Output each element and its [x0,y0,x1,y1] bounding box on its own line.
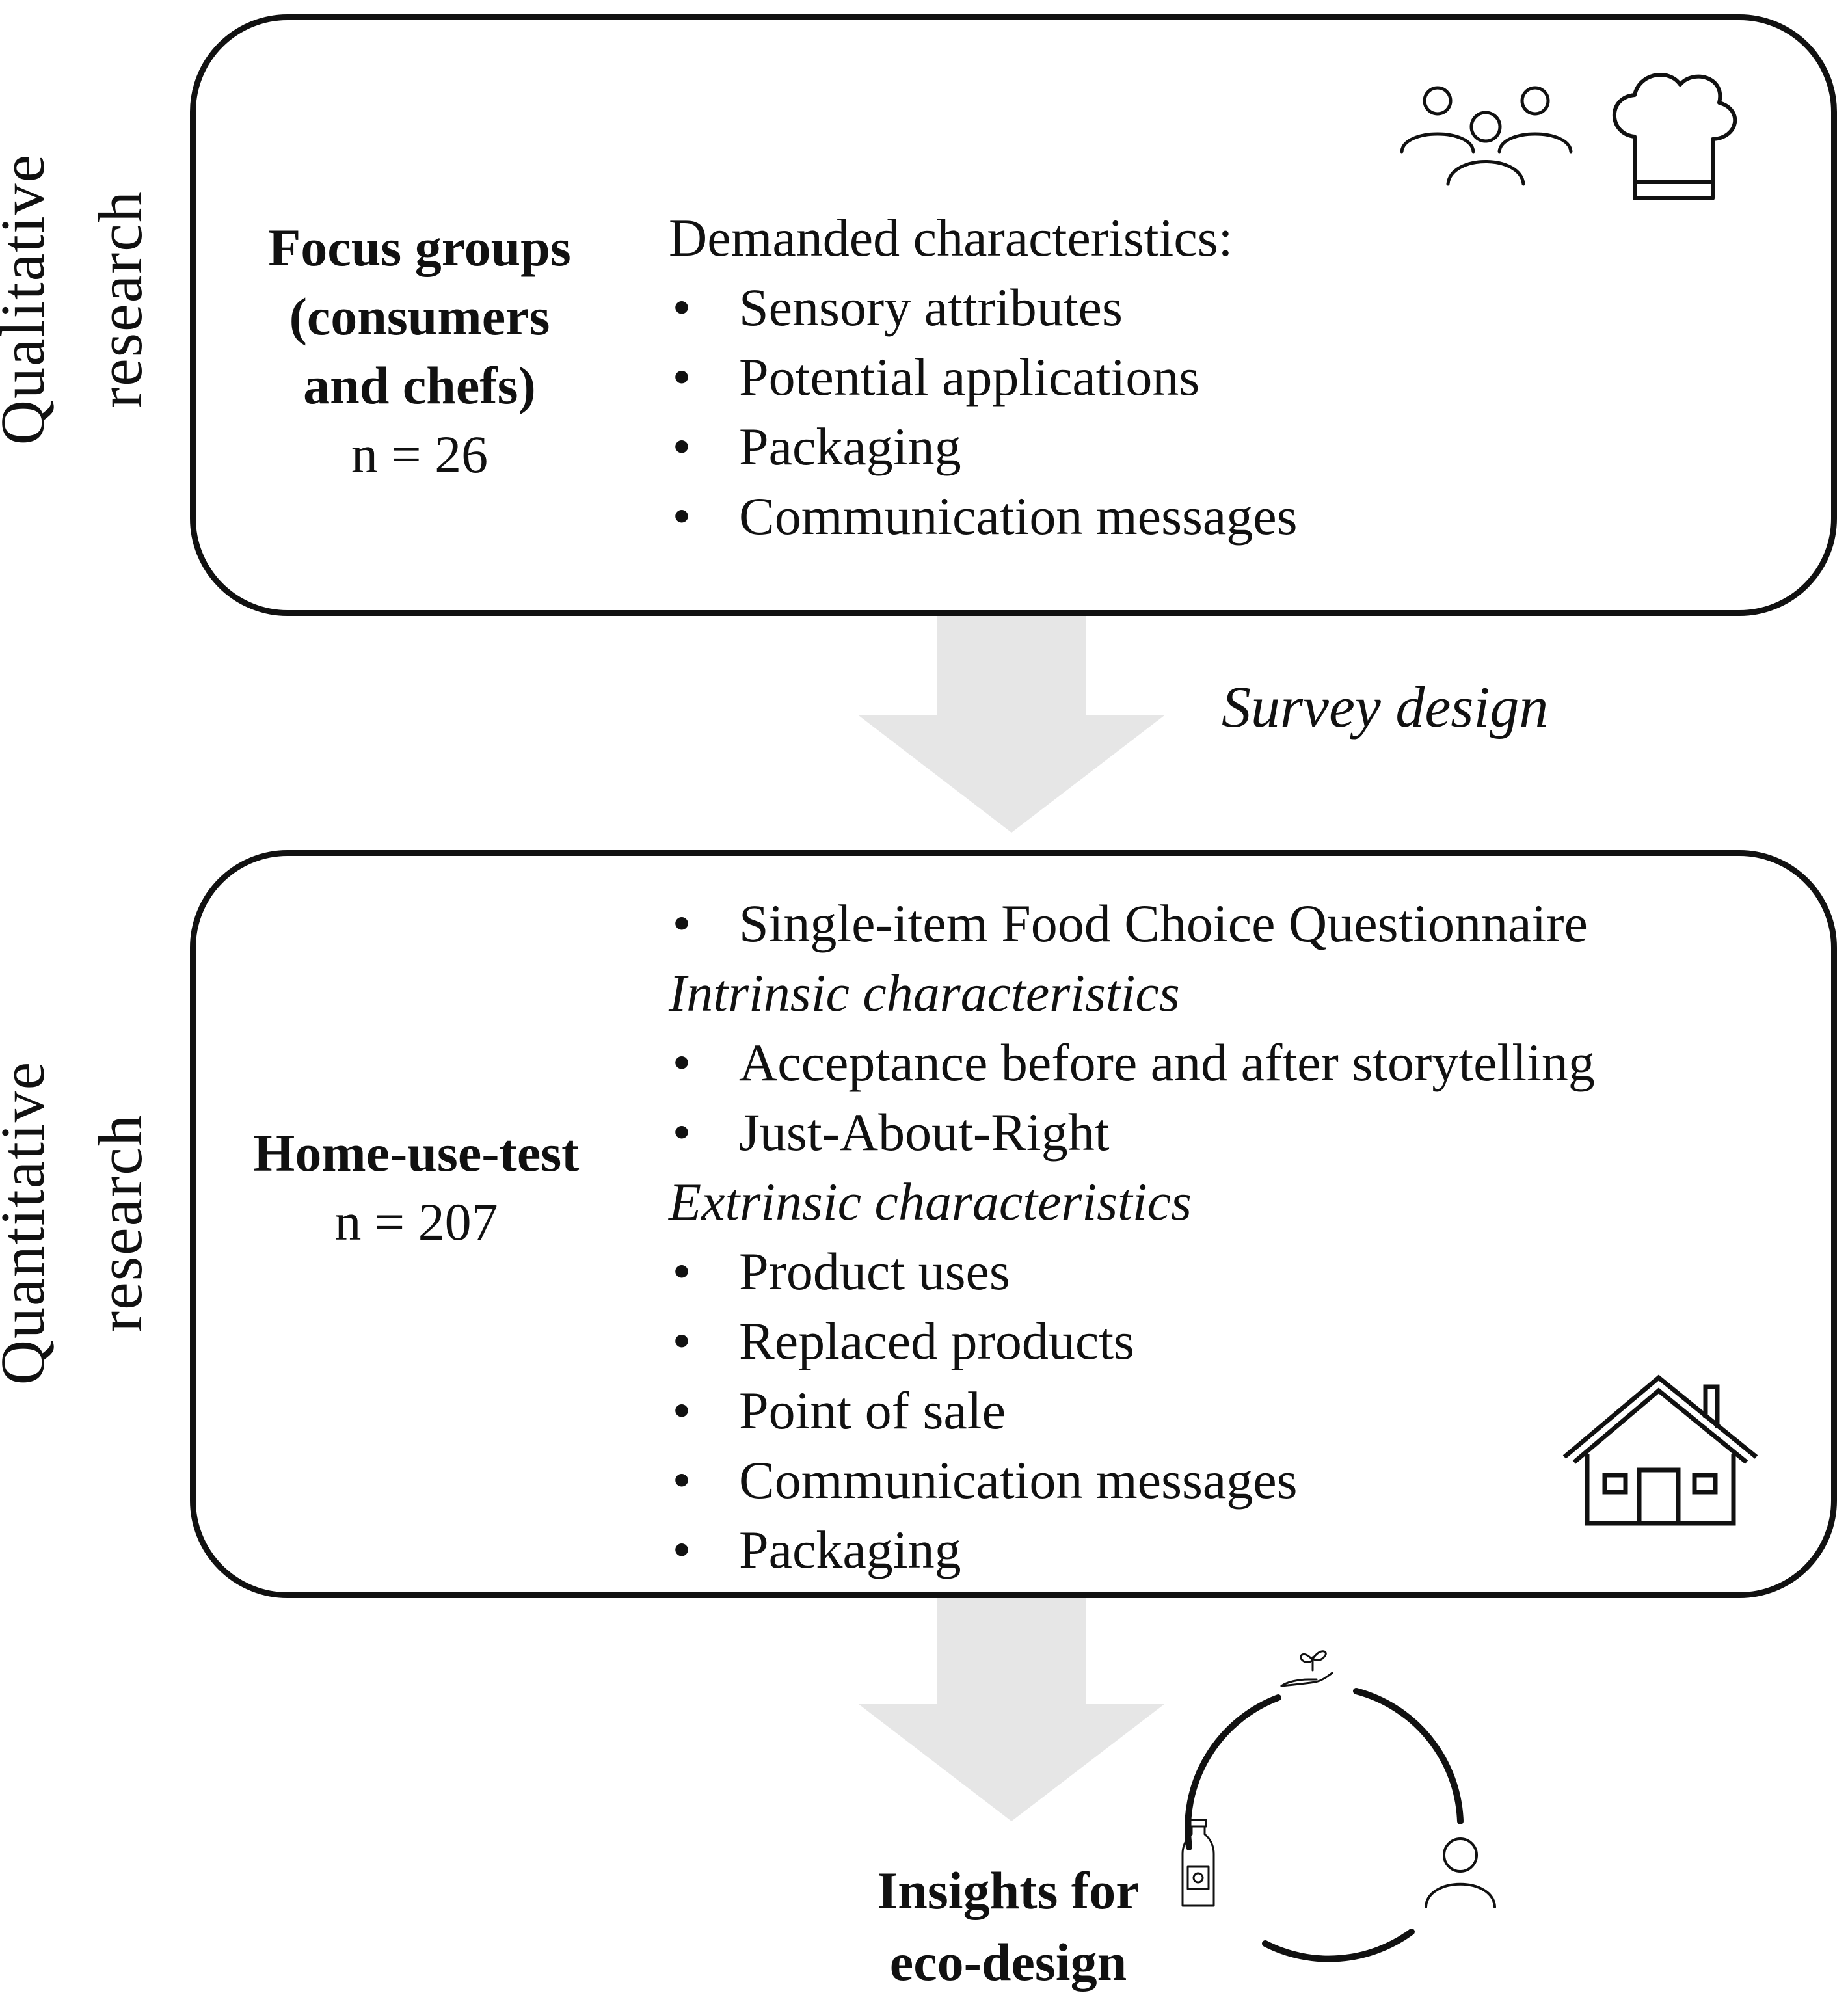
bullet: • [672,347,691,407]
home-use-test-sample-size: n = 207 [334,1192,498,1251]
bullet: • [672,1242,691,1301]
extrinsic-characteristics-heading: Extrinsic characteristics [669,1172,1192,1231]
survey-design-label: Survey design [1222,675,1549,740]
bullet: • [672,487,691,546]
quantitative-side-label: Quantitative research [0,865,189,1581]
list-item: • Potential applications [669,342,1644,412]
home-use-test-title: Home-use-test [253,1123,580,1182]
quantitative-measures-list: • Single-item Food Choice Questionnaire … [669,888,1827,1584]
demanded-characteristics-heading: Demanded characteristics: [669,208,1233,267]
insights-label-line-2: eco-design [889,1932,1127,1992]
bullet: • [672,1450,691,1510]
list-item-text: Point of sale [739,1381,1006,1440]
bullet: • [672,1311,691,1370]
chef-hat-icon [1612,73,1737,200]
bottle-icon [1181,1819,1215,1907]
list-item: • Product uses [669,1236,1827,1306]
bullet: • [672,1520,691,1579]
down-arrow-insights-shape [859,1594,1164,1821]
qualitative-side-label-line-1: Qualitative [0,153,57,446]
focus-groups-title-line-3: and chefs) [303,356,536,415]
hand-plant-icon [1280,1650,1333,1687]
qualitative-research-box [190,14,1837,616]
quantitative-side-label-line-1: Quantitative [0,1060,57,1385]
focus-groups-method: Focus groups (consumers and chefs) n = 2… [221,213,618,489]
list-item: • Acceptance before and after storytelli… [669,1028,1827,1097]
focus-groups-sample-size: n = 26 [351,425,489,484]
intrinsic-characteristics-heading: Intrinsic characteristics [669,963,1180,1022]
list-item: • Packaging [669,412,1644,481]
people-group-icon [1400,86,1573,186]
focus-groups-title-line-1: Focus groups [268,218,571,277]
list-item: • Sensory attributes [669,273,1644,342]
list-item: • Packaging [669,1515,1827,1584]
list-item-text: Just-About-Right [739,1102,1110,1162]
list-item-text: Packaging [739,1520,961,1579]
list-item-text: Communication messages [739,487,1298,546]
down-arrow-insights [859,1594,1164,1821]
list-item: • Communication messages [669,481,1644,551]
list-item-text: Single-item Food Choice Questionnaire [739,894,1588,953]
list-item-text: Product uses [739,1242,1010,1301]
bullet: • [672,894,691,953]
list-item: • Just-About-Right [669,1097,1827,1167]
bullet: • [672,417,691,476]
house-icon [1562,1374,1758,1526]
bullet: • [672,278,691,337]
list-item-text: Acceptance before and after storytelling [739,1033,1595,1092]
bullet: • [672,1033,691,1092]
list-item-text: Communication messages [739,1450,1298,1510]
list-item-text: Sensory attributes [739,278,1123,337]
list-item: • Single-item Food Choice Questionnaire [669,888,1827,958]
home-use-test-method: Home-use-test n = 207 [202,1119,631,1257]
circular-cycle-icon [1181,1650,1496,1962]
down-arrow-survey [859,605,1164,833]
insights-eco-design-label: Insights for eco-design [826,1855,1190,1998]
person-icon [1425,1837,1496,1908]
list-item-text: Packaging [739,417,961,476]
list-item-text: Replaced products [739,1311,1134,1370]
demanded-characteristics-list: Demanded characteristics: • Sensory attr… [669,203,1644,551]
bullet: • [672,1381,691,1440]
quantitative-research-box [190,850,1837,1598]
list-item: • Communication messages [669,1445,1827,1515]
focus-groups-title-line-2: (consumers [289,287,550,346]
list-item-text: Potential applications [739,347,1200,407]
quantitative-side-label-line-2: research [85,1114,155,1332]
insights-label-line-1: Insights for [877,1861,1140,1920]
qualitative-side-label: Qualitative research [0,0,189,657]
down-arrow-survey-shape [859,605,1164,833]
list-item: • Replaced products [669,1306,1827,1376]
bullet: • [672,1102,691,1162]
list-item: • Point of sale [669,1376,1827,1445]
qualitative-side-label-line-2: research [85,190,155,408]
